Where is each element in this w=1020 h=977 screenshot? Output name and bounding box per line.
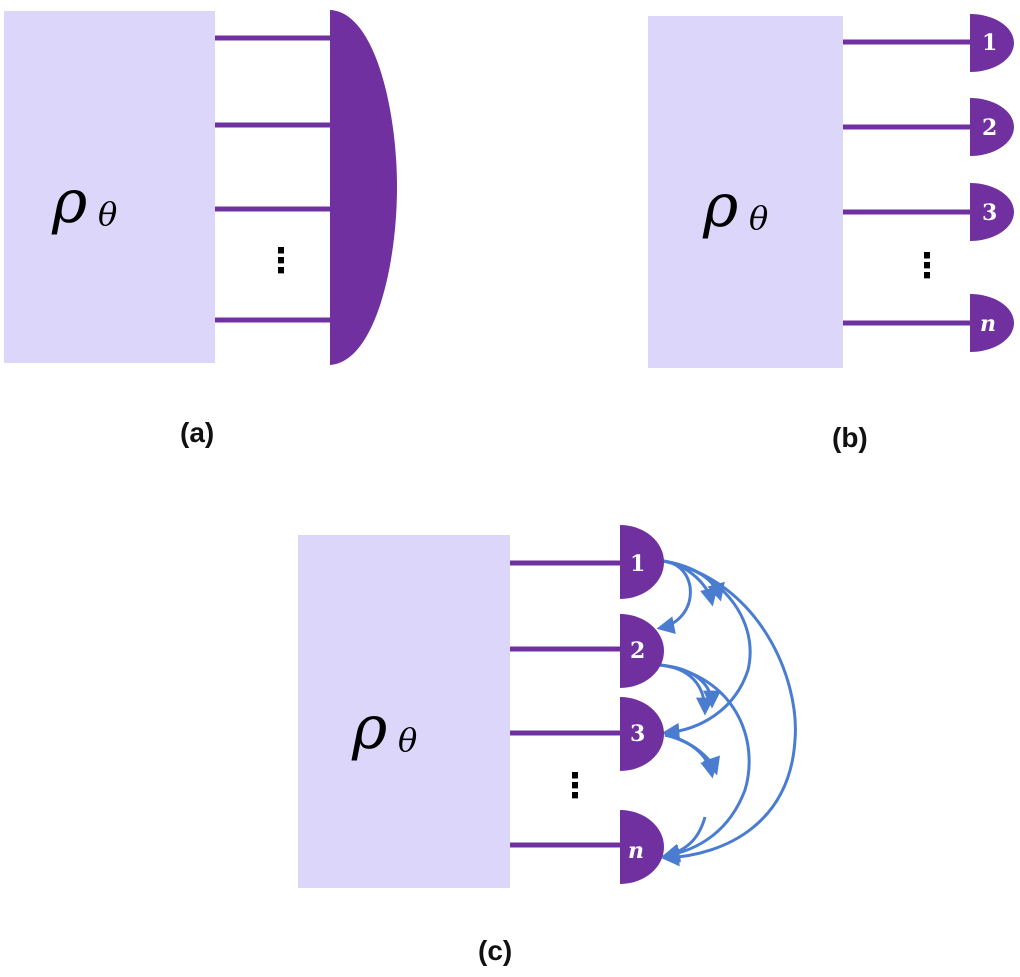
detector-1	[970, 14, 1014, 72]
state-box	[298, 535, 510, 888]
detector-label: 2	[982, 115, 997, 141]
detector-label: n	[628, 838, 644, 864]
joint-measurement-detector	[330, 10, 397, 365]
panel-a: ρ θ ⋮ (a)	[4, 10, 397, 448]
ellipsis: ⋮	[558, 766, 592, 806]
state-subscript: θ	[398, 721, 417, 759]
state-symbol: ρ	[702, 171, 738, 241]
state-symbol: ρ	[51, 167, 87, 237]
detector-n	[970, 294, 1014, 352]
ellipsis: ⋮	[264, 241, 298, 281]
detector-label: n	[980, 311, 996, 337]
arrow-3-to-next	[664, 733, 720, 776]
state-box	[648, 16, 843, 368]
feedforward-arrows	[656, 559, 797, 867]
panel-b: ρ θ ⋮ 1 2 3 n (b)	[648, 14, 1014, 453]
arrow-2-to-3	[659, 663, 714, 716]
detector-label: 3	[982, 200, 997, 226]
arrow-1-to-n	[661, 559, 797, 867]
detector-3	[620, 697, 664, 771]
detector-label: 2	[630, 638, 645, 664]
ellipsis: ⋮	[910, 246, 944, 286]
caption-a: (a)	[180, 417, 214, 448]
detector-label: 1	[982, 30, 997, 56]
detector-n	[620, 810, 664, 884]
caption-c: (c)	[478, 935, 512, 966]
detector-1	[620, 525, 664, 599]
detector-3	[970, 183, 1014, 241]
caption-b: (b)	[832, 422, 868, 453]
state-subscript: θ	[749, 199, 768, 237]
state-symbol: ρ	[351, 693, 387, 763]
detector-label: 3	[630, 721, 645, 747]
arrow-2-to-n	[659, 663, 751, 863]
state-box	[4, 11, 215, 363]
detector-label: 1	[630, 551, 645, 577]
arrow-to-n	[661, 816, 707, 862]
detector-2	[620, 614, 664, 688]
state-subscript: θ	[98, 195, 117, 233]
panel-c: ρ θ ⋮ 1 2 3 n (c)	[298, 525, 797, 966]
detector-2	[970, 98, 1014, 156]
